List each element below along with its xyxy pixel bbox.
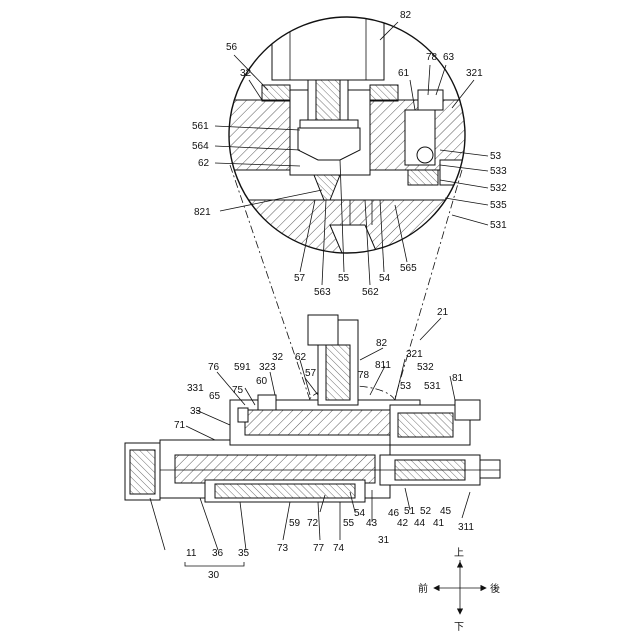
label-75: 75 xyxy=(232,385,244,396)
label-42: 42 xyxy=(397,518,409,529)
label-535-detail: 535 xyxy=(490,200,507,211)
label-11: 11 xyxy=(186,548,197,559)
label-531-detail: 531 xyxy=(490,220,507,231)
label-63-detail: 63 xyxy=(443,52,455,63)
label-52: 52 xyxy=(420,506,432,517)
label-311: 311 xyxy=(458,522,474,533)
label-61-detail: 61 xyxy=(398,68,410,79)
label-56-detail: 56 xyxy=(226,42,238,53)
label-71: 71 xyxy=(174,420,186,431)
label-57-detail: 57 xyxy=(294,273,306,284)
label-811: 811 xyxy=(375,360,391,371)
label-532-detail: 532 xyxy=(490,183,507,194)
label-72: 72 xyxy=(307,518,319,529)
label-30: 30 xyxy=(208,570,220,581)
label-77: 77 xyxy=(313,543,325,554)
orientation-front-label: 前 xyxy=(418,582,428,595)
label-35: 35 xyxy=(238,548,250,559)
label-31: 31 xyxy=(378,535,390,546)
label-62: 62 xyxy=(295,352,307,363)
orientation-up-label: 上 xyxy=(454,547,464,559)
label-60: 60 xyxy=(256,376,268,387)
label-53: 53 xyxy=(400,381,412,392)
main-assembly xyxy=(125,315,500,502)
label-82: 82 xyxy=(376,338,388,349)
label-321-detail: 321 xyxy=(466,68,483,79)
label-65: 65 xyxy=(209,391,221,402)
label-59: 59 xyxy=(289,518,301,529)
label-73: 73 xyxy=(277,543,289,554)
label-78-detail: 78 xyxy=(426,52,438,63)
label-532: 532 xyxy=(417,362,434,373)
label-55: 55 xyxy=(343,518,355,529)
label-563-detail: 563 xyxy=(314,287,331,298)
orientation-indicator: 上 下 前 後 xyxy=(418,547,500,633)
label-81: 81 xyxy=(452,373,464,384)
label-564-detail: 564 xyxy=(192,141,209,152)
orientation-down-label: 下 xyxy=(454,622,464,633)
label-323: 323 xyxy=(259,362,276,373)
label-54: 54 xyxy=(354,508,366,519)
label-36: 36 xyxy=(212,548,224,559)
orientation-rear-label: 後 xyxy=(490,582,500,595)
label-562-detail: 562 xyxy=(362,287,379,298)
label-43: 43 xyxy=(366,518,378,529)
label-74: 74 xyxy=(333,543,345,554)
label-591: 591 xyxy=(234,362,251,373)
label-561-detail: 561 xyxy=(192,121,209,132)
label-82-detail: 82 xyxy=(400,10,412,21)
label-55-detail: 55 xyxy=(338,273,350,284)
label-821-detail: 821 xyxy=(194,207,211,218)
label-21: 21 xyxy=(437,307,449,318)
label-565-detail: 565 xyxy=(400,263,417,274)
label-44: 44 xyxy=(414,518,426,529)
label-53-detail: 53 xyxy=(490,151,502,162)
label-32-detail: 32 xyxy=(240,68,252,79)
label-45: 45 xyxy=(440,506,452,517)
label-33: 33 xyxy=(190,406,202,417)
label-78: 78 xyxy=(358,370,370,381)
label-533-detail: 533 xyxy=(490,166,507,177)
label-331: 331 xyxy=(187,383,204,394)
label-51: 51 xyxy=(404,506,416,517)
label-54-detail: 54 xyxy=(379,273,391,284)
label-57: 57 xyxy=(305,368,317,379)
label-321: 321 xyxy=(406,349,423,360)
label-41: 41 xyxy=(433,518,445,529)
label-531: 531 xyxy=(424,381,441,392)
label-76: 76 xyxy=(208,362,220,373)
label-62-detail: 62 xyxy=(198,158,210,169)
